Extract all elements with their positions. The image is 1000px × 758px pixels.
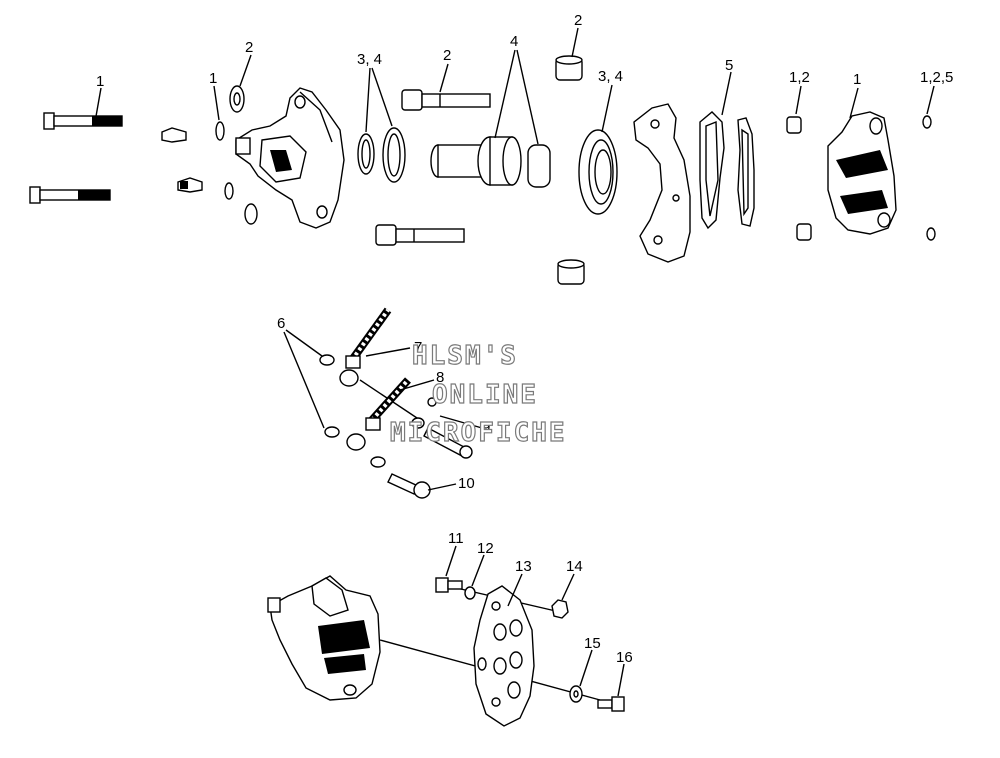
leader-pads: [721, 71, 732, 116]
callout-15: 15: [584, 635, 601, 652]
caliper-outer-body[interactable]: [827, 111, 897, 235]
brake-pad-outer[interactable]: [699, 111, 725, 230]
bushing-lower[interactable]: [557, 259, 585, 285]
assembled-caliper[interactable]: [267, 575, 381, 701]
callout-1-bolt: 1: [96, 73, 104, 90]
washer-middle[interactable]: [411, 417, 425, 429]
leader-7: [365, 347, 411, 357]
leader-outer-body: [849, 87, 859, 119]
crush-washer-lower[interactable]: [324, 426, 340, 438]
leader-bolt: [94, 87, 102, 123]
leader-pin: [439, 63, 449, 93]
banjo-bolt-upper[interactable]: [423, 427, 473, 459]
leader-bushing: [571, 27, 579, 58]
nut-14[interactable]: [551, 599, 569, 619]
bleeder-screw-upper[interactable]: [161, 127, 187, 143]
leader-6a: [285, 329, 323, 357]
bushing-upper[interactable]: [555, 55, 583, 81]
callout-2-pin: 2: [443, 47, 451, 64]
callout-10: 10: [458, 475, 475, 492]
callout-11: 11: [448, 530, 464, 547]
retaining-clip-lower[interactable]: [926, 227, 936, 241]
leader-piston-a: [494, 49, 516, 139]
washer-lower[interactable]: [244, 203, 258, 225]
leader-washer: [239, 54, 252, 87]
leader-11: [445, 545, 457, 577]
callout-4-piston: 4: [510, 33, 518, 50]
bolt-head-small[interactable]: [427, 397, 437, 407]
callout-125-clip: 1,2,5: [920, 69, 953, 86]
callout-6: 6: [277, 315, 285, 332]
piston-sleeve[interactable]: [527, 144, 551, 188]
slide-pin-upper[interactable]: [401, 89, 491, 111]
watermark-line-1: HLSM'S: [411, 341, 518, 371]
seal-small-upper[interactable]: [215, 121, 225, 141]
caliper-bolt-lower[interactable]: [29, 186, 111, 204]
callout-7: 7: [414, 339, 422, 356]
leader-oring-a: [365, 67, 371, 133]
leader-16: [617, 663, 625, 697]
mounting-bracket-plate[interactable]: [633, 103, 691, 263]
callout-2-bushing: 2: [574, 12, 582, 29]
slide-pin-lower[interactable]: [375, 224, 465, 246]
leader-13: [507, 573, 523, 607]
callout-1-outer-body: 1: [853, 71, 861, 88]
caliper-bolt-upper[interactable]: [43, 112, 123, 130]
leader-12: [471, 554, 485, 587]
leader-14: [561, 573, 575, 601]
washer-lower-mid[interactable]: [370, 456, 386, 468]
leader-boot: [795, 85, 802, 115]
leader-9: [439, 415, 483, 429]
callout-34-orings: 3, 4: [357, 51, 382, 68]
leader-6b: [283, 331, 325, 429]
boot-upper[interactable]: [786, 116, 802, 134]
leader-8: [399, 379, 435, 391]
callout-14: 14: [566, 558, 583, 575]
callout-13: 13: [515, 558, 532, 575]
callout-2-washer: 2: [245, 39, 253, 56]
caliper-housing[interactable]: [235, 87, 345, 229]
callout-9: 9: [482, 419, 490, 436]
callout-8: 8: [436, 369, 444, 386]
bleeder-screw-lower[interactable]: [177, 177, 203, 193]
shield-bolt-11[interactable]: [435, 577, 463, 593]
leader-10: [427, 483, 457, 491]
leader-piston-b: [516, 49, 539, 145]
piston-seal[interactable]: [578, 129, 618, 215]
leader-seal-34: [601, 84, 613, 133]
brake-shield-13[interactable]: [473, 585, 535, 727]
boot-lower[interactable]: [796, 223, 812, 241]
leader-clip: [926, 85, 935, 115]
watermark-line-3: MICROFICHE: [389, 418, 567, 448]
callout-34-seal: 3, 4: [598, 68, 623, 85]
watermark-line-2: ONLINE: [431, 380, 538, 410]
leader-seal: [213, 85, 220, 121]
caliper-piston[interactable]: [430, 136, 522, 186]
callout-16: 16: [616, 649, 633, 666]
leader-15: [579, 649, 593, 687]
crush-washer-upper[interactable]: [319, 354, 335, 366]
banjo-bolt-lower[interactable]: [387, 473, 431, 499]
seal-small-lower[interactable]: [224, 182, 234, 200]
callout-12-boot: 1,2: [789, 69, 810, 86]
brake-hose-lower[interactable]: [346, 377, 411, 451]
callout-1-seal: 1: [209, 70, 217, 87]
retaining-clip-upper[interactable]: [922, 115, 932, 129]
callout-5-pads: 5: [725, 57, 733, 74]
brake-hose-upper[interactable]: [339, 307, 392, 387]
shield-bolt-16[interactable]: [597, 696, 625, 712]
brake-pad-inner[interactable]: [737, 117, 755, 227]
washer-12[interactable]: [464, 586, 476, 600]
leader-oring-b: [371, 67, 393, 127]
callout-12: 12: [477, 540, 494, 557]
